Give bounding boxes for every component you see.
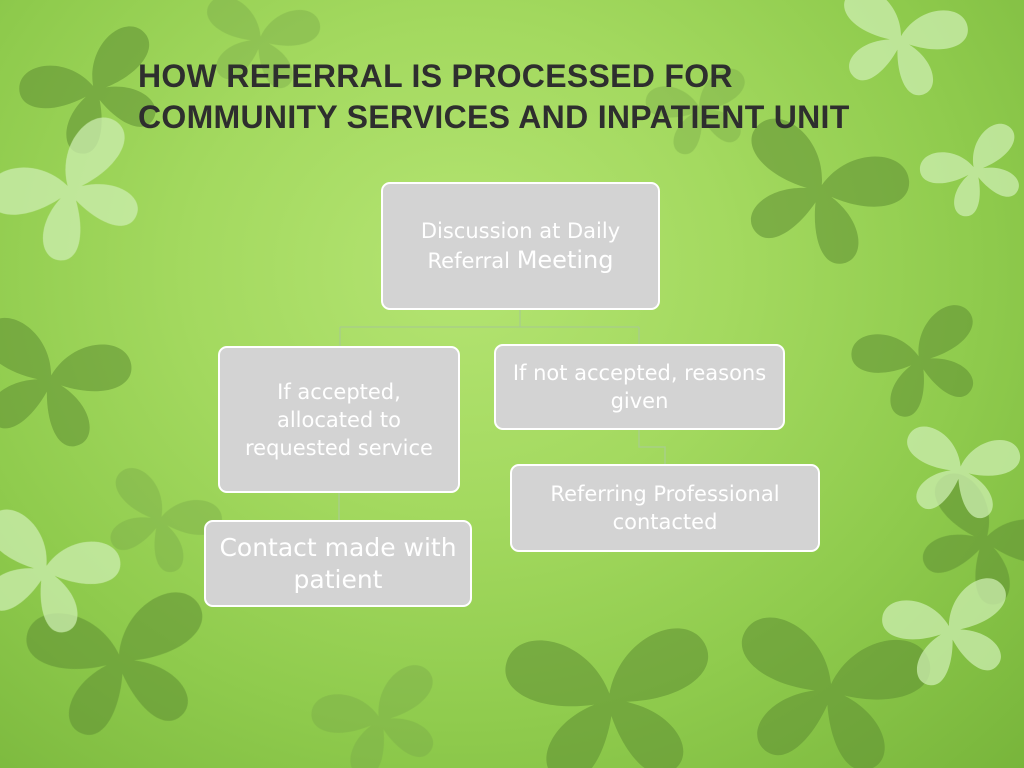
connector-root-to-branches xyxy=(339,310,640,346)
connector-not-accepted-to-referring xyxy=(638,430,666,464)
node-contact-label: Contact made with patient xyxy=(219,532,457,594)
slide-title: HOW REFERRAL IS PROCESSED FOR COMMUNITY … xyxy=(138,58,850,135)
node-if-not-accepted: If not accepted, reasons given xyxy=(494,344,785,430)
node-daily-referral-meeting: Discussion at Daily Referral Meeting xyxy=(381,182,660,310)
node-not-accepted-label: If not accepted, reasons given xyxy=(512,361,767,413)
node-accepted-label: If accepted, allocated to requested serv… xyxy=(245,379,433,460)
node-referring-label: Referring Professional contacted xyxy=(550,482,780,534)
node-contact-patient: Contact made with patient xyxy=(204,520,472,607)
node-root-label-part1: Discussion at Daily Referral xyxy=(420,218,621,273)
node-if-accepted: If accepted, allocated to requested serv… xyxy=(218,346,460,493)
node-root-label-part2: Meeting xyxy=(516,245,614,274)
node-referring-professional: Referring Professional contacted xyxy=(510,464,820,552)
